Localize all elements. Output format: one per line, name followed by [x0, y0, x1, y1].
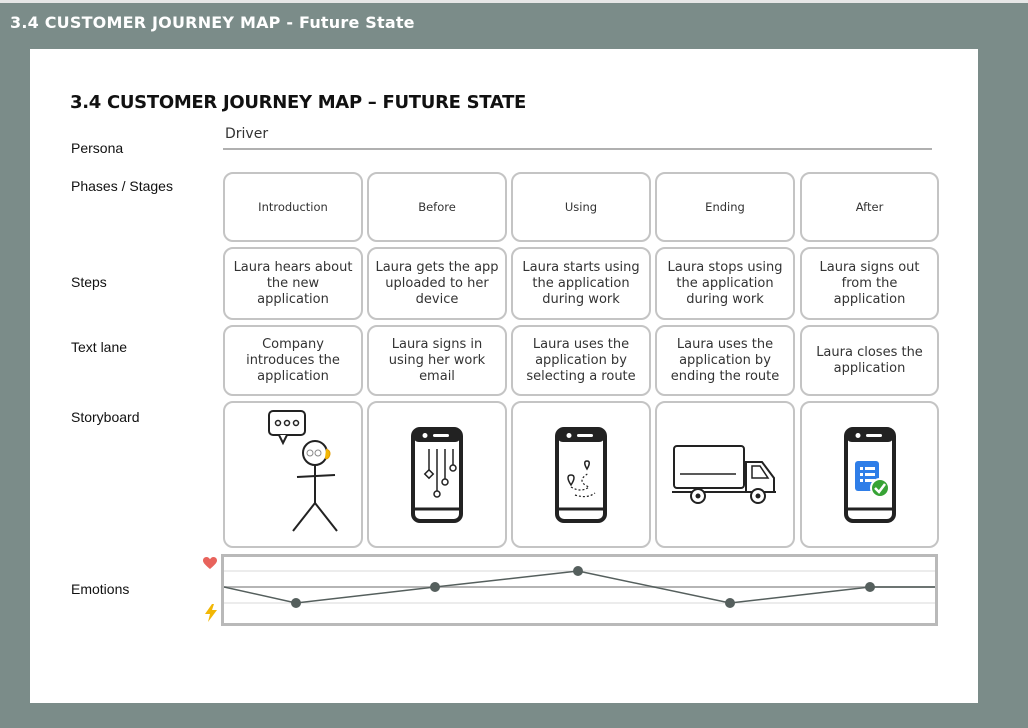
text-lane-card-4: Laura uses the application by ending the…	[655, 325, 795, 396]
text-lane-card-2: Laura signs in using her work email	[367, 325, 507, 396]
steps-label: Steps	[71, 274, 107, 290]
persona-label: Persona	[71, 140, 124, 156]
text-lane-card-1: Company introduces the application	[223, 325, 363, 396]
phases-label: Phases / Stages	[71, 178, 173, 194]
storyboard-card-5	[800, 401, 939, 548]
text-lane-card-5: Laura closes the application	[800, 325, 939, 396]
step-card-3: Laura starts using the application durin…	[511, 247, 651, 320]
phone-map-route-icon	[555, 426, 607, 523]
emotion-point-4	[725, 598, 735, 608]
storyboard-card-1	[223, 401, 363, 548]
lightning-icon	[205, 604, 217, 622]
storyboard-card-4	[655, 401, 795, 548]
persona-value: Driver	[225, 126, 269, 142]
step-card-5: Laura signs out from the application	[800, 247, 939, 320]
emotion-point-3	[573, 566, 583, 576]
stage-card-introduction: Introduction	[223, 172, 363, 242]
persona-underline	[223, 148, 932, 150]
stage-card-after: After	[800, 172, 939, 242]
delivery-truck-icon	[672, 444, 776, 504]
stick-figure-speech-icon	[268, 409, 338, 532]
storyboard-label: Storyboard	[71, 409, 140, 425]
window-title: 3.4 CUSTOMER JOURNEY MAP - Future State	[10, 13, 415, 32]
emotion-point-5	[865, 582, 875, 592]
phone-app-check-icon	[843, 426, 896, 523]
stage-card-before: Before	[367, 172, 507, 242]
text-lane-card-3: Laura uses the application by selecting …	[511, 325, 651, 396]
stage-card-ending: Ending	[655, 172, 795, 242]
stage-card-using: Using	[511, 172, 651, 242]
emotion-point-1	[291, 598, 301, 608]
emotion-point-2	[430, 582, 440, 592]
storyboard-card-2	[367, 401, 507, 548]
storyboard-card-3	[511, 401, 651, 548]
heart-icon	[203, 557, 217, 569]
slide: 3.4 CUSTOMER JOURNEY MAP – FUTURE STATE …	[30, 49, 978, 703]
step-card-4: Laura stops using the application during…	[655, 247, 795, 320]
step-card-2: Laura gets the app uploaded to her devic…	[367, 247, 507, 320]
step-card-1: Laura hears about the new application	[223, 247, 363, 320]
text-lane-label: Text lane	[71, 339, 128, 355]
emotions-label: Emotions	[71, 581, 130, 597]
slide-title: 3.4 CUSTOMER JOURNEY MAP – FUTURE STATE	[70, 92, 527, 113]
emotion-chart-canvas	[223, 566, 935, 608]
emotion-chart	[221, 554, 938, 626]
top-edge	[0, 0, 1028, 3]
phone-circuit-icon	[411, 426, 463, 523]
